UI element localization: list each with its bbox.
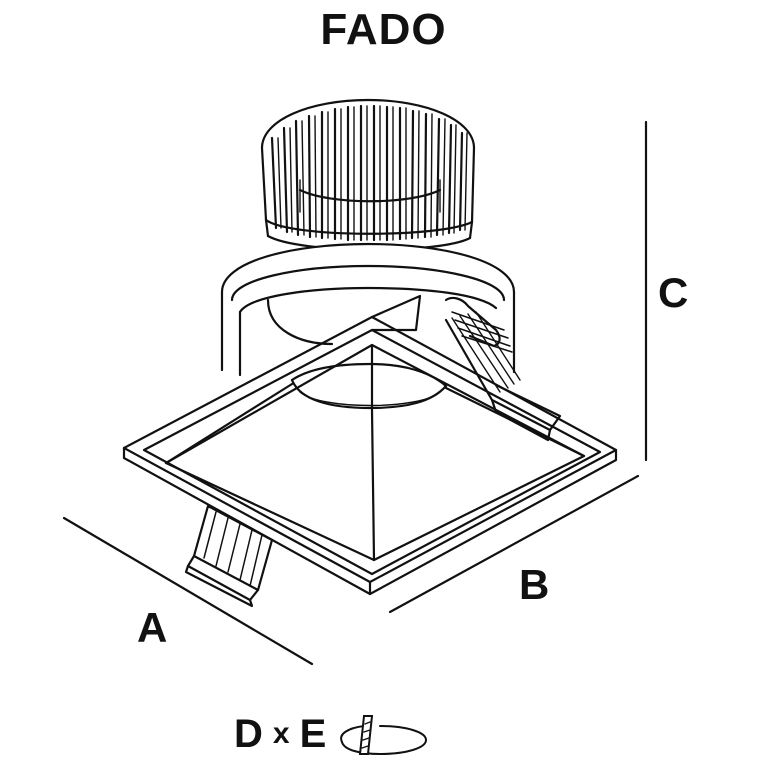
spring-clip xyxy=(444,296,562,442)
dimension-label-a: A xyxy=(137,604,168,651)
cutout-separator: x xyxy=(272,717,290,750)
connector-block xyxy=(184,504,274,608)
product-title: FADO xyxy=(320,5,447,54)
dimension-label-b: B xyxy=(519,561,550,608)
dimension-line-a xyxy=(62,516,314,666)
ceiling-cutout-icon xyxy=(340,715,428,756)
cutout-dimension: D x E xyxy=(234,712,432,756)
square-trim xyxy=(122,294,618,596)
cutout-label-e: E xyxy=(299,712,327,756)
cutout-label-d: D xyxy=(234,712,263,756)
dimension-line-b xyxy=(388,474,640,614)
mounting-collar xyxy=(220,242,516,377)
dimension-label-c: C xyxy=(658,269,689,316)
heat-sink xyxy=(260,98,476,251)
